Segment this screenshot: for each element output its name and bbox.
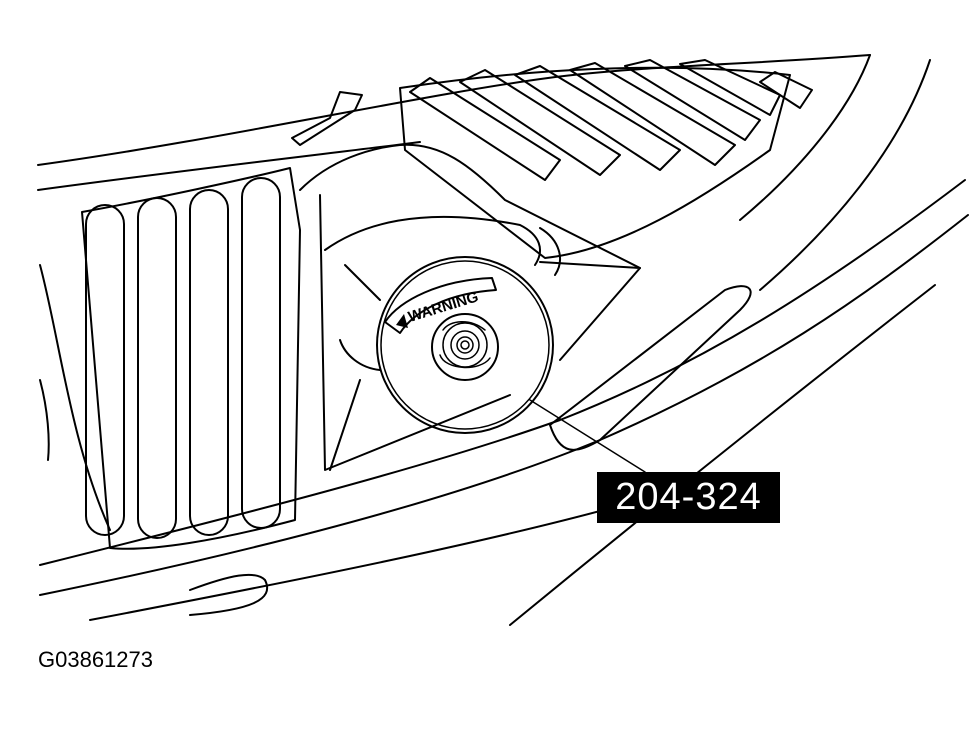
cap-warning-text: WARNING xyxy=(406,288,480,325)
wheel-rim-lines xyxy=(37,54,969,626)
hub-recess xyxy=(291,91,641,471)
upper-spoke-window xyxy=(399,59,813,259)
callout-label-box: 204-324 xyxy=(597,472,780,523)
callout-leader-line xyxy=(529,399,646,473)
left-spoke-window xyxy=(39,167,301,550)
figure-id: G03861273 xyxy=(38,647,153,672)
valve-stem xyxy=(431,313,499,381)
warning-cap: WARNING xyxy=(376,256,554,434)
warning-triangle-icon xyxy=(396,314,408,328)
rim-slots xyxy=(189,285,752,616)
callout-label: 204-324 xyxy=(615,476,762,518)
